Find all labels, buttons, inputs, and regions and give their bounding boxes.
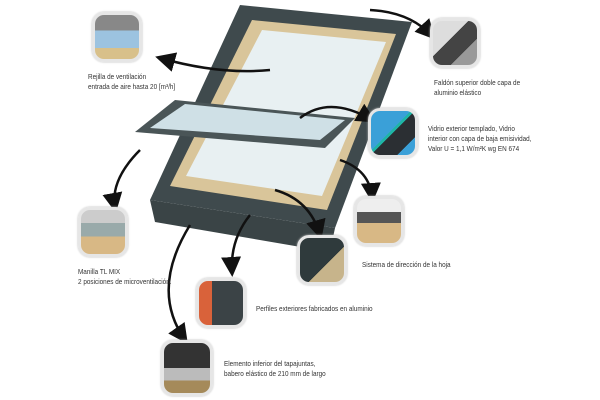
sash-guide-thumbnail-1 xyxy=(354,196,404,246)
handle-thumbnail xyxy=(78,207,128,257)
sash-guide-thumbnail-2 xyxy=(297,235,347,285)
profiles-thumbnail xyxy=(196,278,246,328)
profiles-label: Perfiles exteriores fabricados en alumin… xyxy=(256,304,373,313)
top-flashing-thumbnail xyxy=(430,18,480,68)
bottom-flashing-label: Elemento inferior del tapajuntas,babero … xyxy=(224,359,326,378)
callout-arrows xyxy=(102,8,436,345)
glazing-thumbnail xyxy=(368,108,418,158)
ventilation-thumbnail xyxy=(92,12,142,62)
sash-guide-label: Sistema de dirección de la hoja xyxy=(362,260,451,269)
bottom-flashing-thumbnail xyxy=(161,340,213,396)
